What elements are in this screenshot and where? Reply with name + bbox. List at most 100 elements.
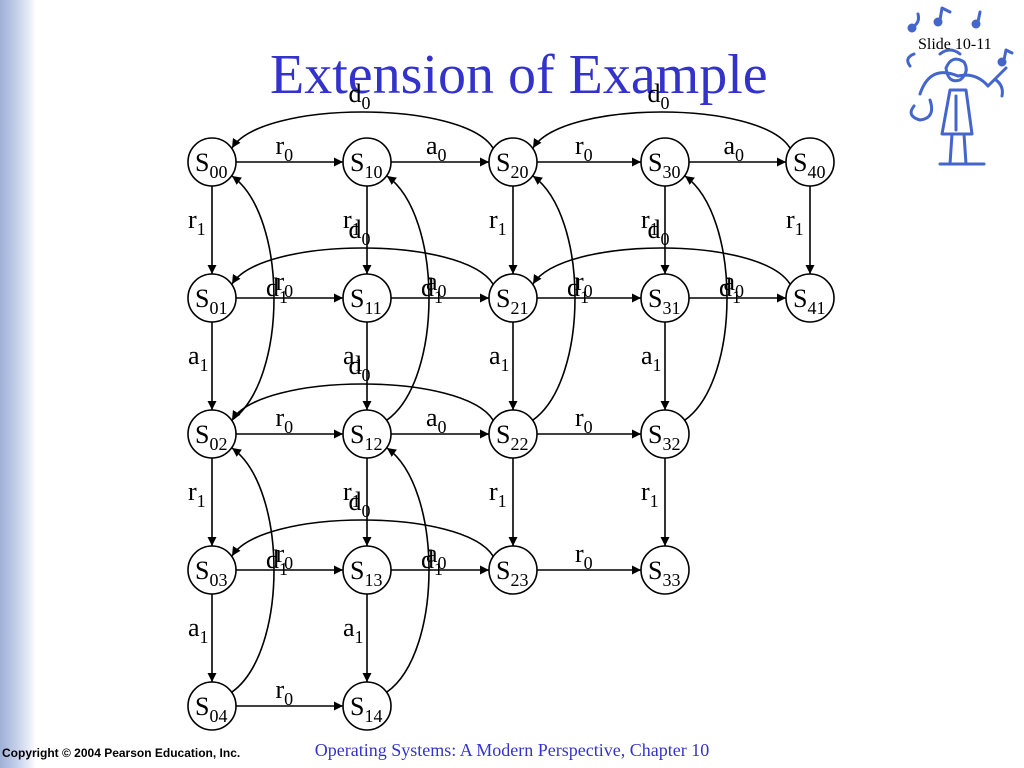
edge-label-s10-s11: r1 bbox=[343, 205, 361, 239]
edge-label-s40-s41: r1 bbox=[786, 205, 804, 239]
state-node-s03: S03 bbox=[187, 545, 237, 595]
state-circle bbox=[785, 273, 835, 323]
state-circle bbox=[342, 409, 392, 459]
state-label: S41 bbox=[793, 284, 825, 318]
edge-label-s00-s01: r1 bbox=[188, 205, 206, 239]
edge-label-s23-s33: r0 bbox=[575, 539, 593, 573]
edge-label-s31-s32: a1 bbox=[641, 341, 662, 375]
state-circle bbox=[640, 137, 690, 187]
edge-s23-to-s03 bbox=[231, 519, 494, 557]
state-node-s30: S30 bbox=[640, 137, 690, 187]
state-node-s21: S21 bbox=[488, 273, 538, 323]
state-circle bbox=[488, 545, 538, 595]
state-label: S14 bbox=[350, 692, 382, 726]
edge-s14-to-s12 bbox=[386, 447, 430, 693]
edge-label-s22-s20: d1 bbox=[567, 273, 589, 307]
edge-s02-to-s00 bbox=[231, 175, 275, 421]
state-circle bbox=[640, 273, 690, 323]
edge-s40-to-s20 bbox=[532, 111, 791, 149]
edge-label-s12-s22: a0 bbox=[426, 403, 447, 437]
state-label: S01 bbox=[195, 284, 227, 318]
edge-label-s02-s12: r0 bbox=[276, 403, 294, 437]
edge-label-s31-s41: a0 bbox=[724, 267, 745, 301]
edge-label-s22-s32: r0 bbox=[575, 403, 593, 437]
state-node-s13: S13 bbox=[342, 545, 392, 595]
state-node-s14: S14 bbox=[342, 681, 392, 731]
state-circle bbox=[187, 409, 237, 459]
state-circle bbox=[187, 273, 237, 323]
copyright-notice: Copyright © 2004 Pearson Education, Inc. bbox=[2, 746, 241, 760]
state-node-s31: S31 bbox=[640, 273, 690, 323]
edge-s22-to-s02 bbox=[231, 383, 494, 421]
state-node-s00: S00 bbox=[187, 137, 237, 187]
state-label: S33 bbox=[648, 556, 680, 590]
state-node-s12: S12 bbox=[342, 409, 392, 459]
state-circle bbox=[342, 137, 392, 187]
slide-footer: Operating Systems: A Modern Perspective,… bbox=[314, 740, 710, 760]
edge-label-s20-s00: d0 bbox=[349, 79, 371, 113]
state-label: S13 bbox=[350, 556, 382, 590]
edge-label-s12-s13: r1 bbox=[343, 477, 361, 511]
edge-label-s21-s31: r0 bbox=[575, 267, 593, 301]
state-circle bbox=[342, 545, 392, 595]
edge-label-s03-s04: a1 bbox=[188, 613, 209, 647]
edge-label-s13-s23: a0 bbox=[426, 539, 447, 573]
edge-s04-to-s02 bbox=[231, 447, 275, 693]
state-circle bbox=[640, 409, 690, 459]
state-label: S00 bbox=[195, 148, 227, 182]
state-label: S10 bbox=[350, 148, 382, 182]
slide-title: Extension of Example bbox=[270, 44, 768, 106]
edge-label-s20-s21: r1 bbox=[489, 205, 507, 239]
state-label: S04 bbox=[195, 692, 227, 726]
edge-label-s30-s31: r1 bbox=[641, 205, 659, 239]
state-node-s02: S02 bbox=[187, 409, 237, 459]
edge-s21-to-s01 bbox=[231, 247, 494, 285]
state-node-s33: S33 bbox=[640, 545, 690, 595]
edge-label-s12-s10: d1 bbox=[421, 273, 443, 307]
edge-label-s22-s23: r1 bbox=[489, 477, 507, 511]
state-node-s01: S01 bbox=[187, 273, 237, 323]
edge-label-s01-s11: r0 bbox=[276, 267, 294, 301]
edge-label-s22-s02: d0 bbox=[349, 351, 371, 385]
state-circle bbox=[187, 681, 237, 731]
state-label: S12 bbox=[350, 420, 382, 454]
edge-label-s21-s01: d0 bbox=[349, 215, 371, 249]
state-node-s11: S11 bbox=[342, 273, 392, 323]
state-node-s23: S23 bbox=[488, 545, 538, 595]
state-label: S31 bbox=[648, 284, 680, 318]
edge-label-s11-s12: a1 bbox=[343, 341, 364, 375]
state-circle bbox=[342, 681, 392, 731]
edge-label-s13-s14: a1 bbox=[343, 613, 364, 647]
state-label: S20 bbox=[496, 148, 528, 182]
edge-label-s04-s02: d1 bbox=[266, 545, 288, 579]
state-circle bbox=[488, 273, 538, 323]
edge-label-s10-s20: a0 bbox=[426, 131, 447, 165]
edge-label-s20-s30: r0 bbox=[575, 131, 593, 165]
edge-label-s03-s13: r0 bbox=[276, 539, 294, 573]
edge-label-s23-s03: d0 bbox=[349, 487, 371, 521]
state-label: S30 bbox=[648, 148, 680, 182]
state-label: S02 bbox=[195, 420, 227, 454]
edges-layer bbox=[207, 111, 815, 711]
edge-s12-to-s10 bbox=[386, 175, 430, 421]
edge-label-s14-s12: d1 bbox=[421, 545, 443, 579]
edge-label-s30-s40: a0 bbox=[724, 131, 745, 165]
state-circle bbox=[342, 273, 392, 323]
edge-label-s01-s02: a1 bbox=[188, 341, 209, 375]
edge-label-s11-s21: a0 bbox=[426, 267, 447, 301]
state-circle bbox=[187, 545, 237, 595]
slide-number: Slide 10-11 bbox=[918, 36, 992, 53]
state-node-s41: S41 bbox=[785, 273, 835, 323]
state-label: S11 bbox=[350, 284, 382, 318]
state-label: S23 bbox=[496, 556, 528, 590]
edge-label-s02-s00: d1 bbox=[266, 273, 288, 307]
edge-s32-to-s30 bbox=[684, 175, 728, 421]
edge-label-s40-s20: d0 bbox=[648, 79, 670, 113]
edge-label-s02-s03: r1 bbox=[188, 477, 206, 511]
state-node-s10: S10 bbox=[342, 137, 392, 187]
state-circle bbox=[640, 545, 690, 595]
state-circle bbox=[785, 137, 835, 187]
